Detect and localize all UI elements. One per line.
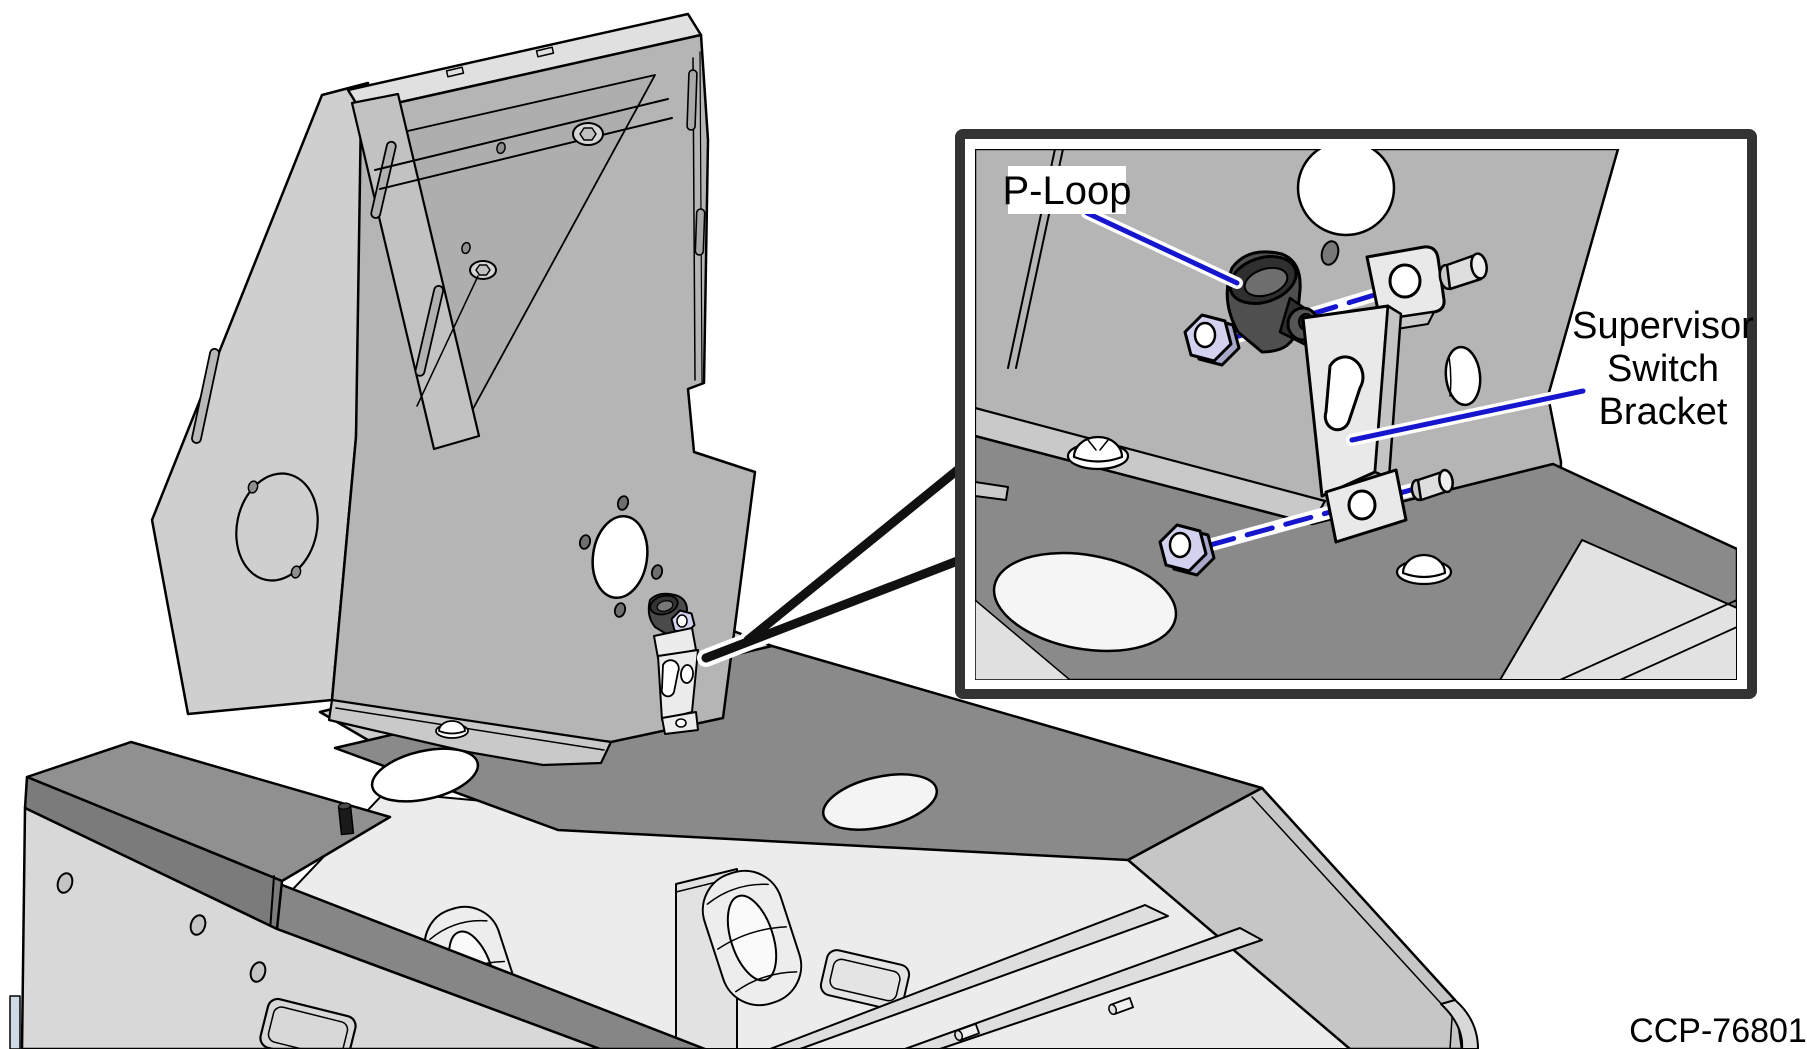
ledge-seam — [269, 875, 275, 932]
floor-recess — [819, 949, 911, 1011]
callout-box: P-Loop Supervisor Switch Bracket — [955, 129, 1757, 699]
machine-front-panel — [9, 806, 602, 1049]
callout-side-hole — [1444, 345, 1482, 407]
pointer-line-upper — [743, 463, 965, 645]
lid-hinge-bar — [374, 98, 673, 407]
lid-bottom-flange — [327, 698, 613, 836]
bracket-label-line3: Bracket — [1599, 391, 1728, 433]
hex-nut-lower — [1158, 523, 1216, 577]
lid-slot — [694, 208, 706, 256]
p-loop-label: P-Loop — [1003, 166, 1132, 214]
floor-peg — [1108, 996, 1135, 1016]
floor-rails — [769, 904, 1263, 1049]
callout-large-hole — [1296, 149, 1396, 237]
pointer-line-lower — [701, 555, 965, 663]
p-loop-leader — [1084, 210, 1240, 286]
machine-front-right-corner — [1440, 999, 1479, 1049]
machine-body — [9, 616, 1479, 1049]
bracket-installed — [653, 627, 699, 735]
lid-round-plate — [235, 472, 319, 582]
lid-large-hole — [591, 514, 649, 600]
machine-right-rim — [1126, 786, 1479, 1049]
hinge-bolt — [337, 802, 355, 836]
lid-strut — [350, 92, 481, 451]
dome-screw — [1395, 553, 1453, 586]
left-edge-strip — [9, 995, 21, 1049]
installed-bracket-assembly — [647, 592, 699, 735]
lid-outer-face — [150, 81, 370, 716]
screw-lower — [1410, 468, 1454, 502]
lid-assembly — [150, 12, 757, 836]
callout-round-opening — [992, 551, 1178, 653]
screw-upper — [1438, 252, 1488, 291]
part-number: CCP-76801 — [1629, 1012, 1807, 1049]
shelf-round-opening-left — [370, 747, 480, 803]
dome-screw — [435, 720, 469, 739]
shelf-round-opening-right — [821, 773, 939, 831]
callout-lower-right-surface — [1499, 539, 1737, 680]
lid-slot — [686, 69, 698, 131]
lid-inner-face — [330, 33, 757, 744]
hex-nut-upper — [1183, 313, 1241, 367]
p-loop-label-text: P-Loop — [1003, 169, 1132, 213]
washer-screw — [469, 260, 497, 280]
supervisor-switch-bracket-part — [1301, 245, 1446, 544]
label-leader-lines — [1081, 207, 1589, 446]
callout-small-hole — [1320, 240, 1340, 266]
lid-slot — [191, 347, 220, 444]
bracket-label-line2: Switch — [1607, 348, 1719, 390]
front-panel-recess — [259, 997, 357, 1049]
cable-track-right — [701, 869, 803, 1007]
lid-small-holes — [578, 495, 664, 618]
dome-screw — [1066, 435, 1130, 471]
bracket-leader — [1349, 388, 1586, 443]
front-panel-hole — [56, 872, 267, 983]
washer-screw — [572, 122, 604, 146]
supervisor-switch-bracket-label: Supervisor Switch Bracket — [1572, 305, 1754, 433]
bracket-label-line1: Supervisor — [1572, 305, 1754, 347]
floor-peg — [954, 1022, 981, 1042]
callout-left-tab — [975, 481, 1009, 501]
callout-content: P-Loop — [975, 149, 1737, 680]
zoom-pointer-lines — [697, 459, 969, 667]
